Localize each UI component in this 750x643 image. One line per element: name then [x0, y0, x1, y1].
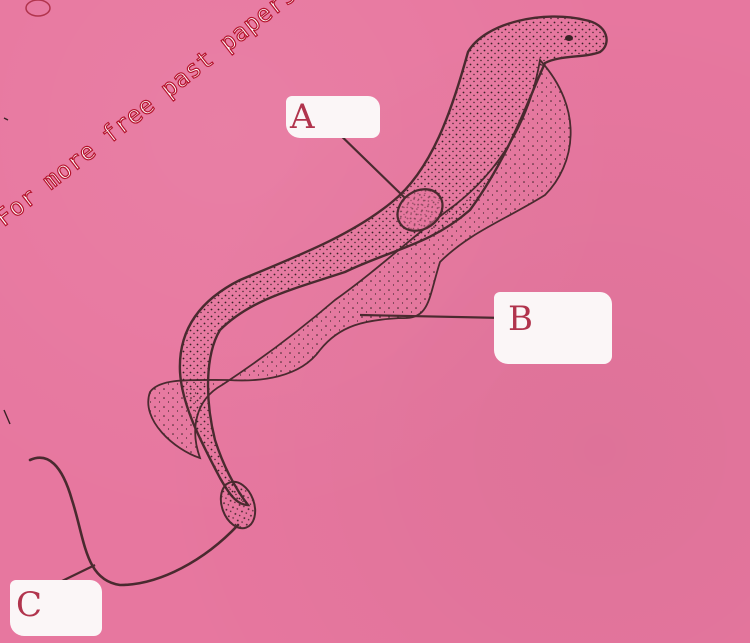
scan-mark-top [26, 0, 50, 16]
flagellum [30, 458, 238, 585]
label-c: C [16, 588, 42, 622]
label-a: A [290, 100, 315, 134]
scan-mark-left [4, 118, 10, 424]
anterior-spot [565, 35, 573, 41]
label-b: B [508, 302, 533, 336]
